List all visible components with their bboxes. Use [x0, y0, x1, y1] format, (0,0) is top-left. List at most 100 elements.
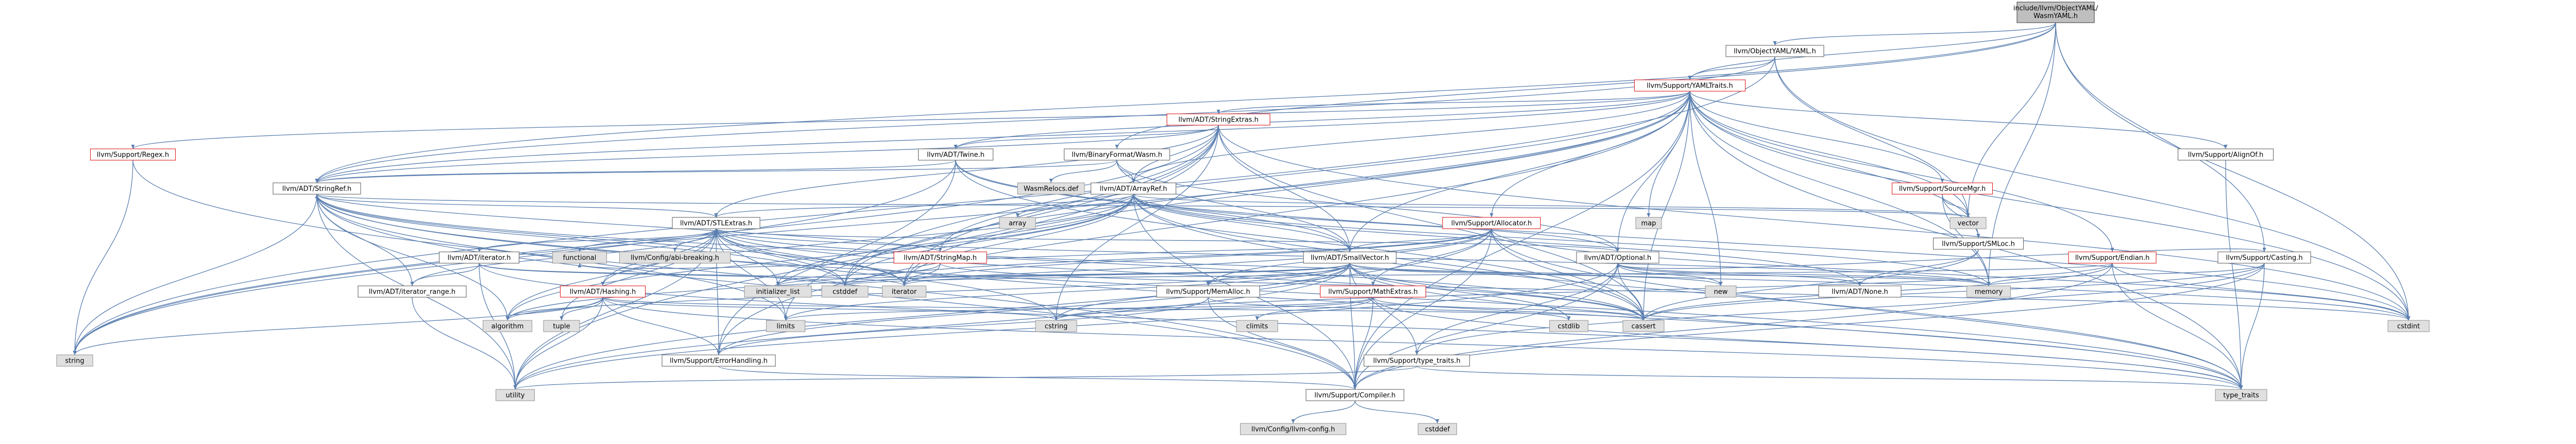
edge-smallvector-to-limits [784, 263, 1350, 321]
node-stringref[interactable]: llvm/ADT/StringRef.h [273, 182, 361, 195]
node-stringextras[interactable]: llvm/ADT/StringExtras.h [1166, 113, 1270, 126]
node-iterator: iterator [882, 285, 927, 298]
edge-optional-to-memory [1617, 263, 1991, 286]
node-iterrange[interactable]: llvm/ADT/iterator_range.h [358, 285, 467, 298]
node-label-errorhandling: llvm/Support/ErrorHandling.h [670, 357, 768, 365]
edge-stringextras-to-cstdint [1218, 125, 2411, 321]
node-stlextras[interactable]: llvm/ADT/STLExtras.h [672, 217, 760, 229]
node-hashing[interactable]: llvm/ADT/Hashing.h [560, 285, 646, 298]
edge-sourcemgr-to-vector [1942, 194, 1970, 218]
node-cstdlib: cstdlib [1549, 320, 1589, 332]
node-label-memalloc: llvm/Support/MemAlloc.h [1166, 288, 1250, 296]
node-label-yamltraits: llvm/Support/YAMLTraits.h [1647, 82, 1733, 90]
node-root[interactable]: include/llvm/ObjectYAML/WasmYAML.hinclud… [2013, 2, 2098, 23]
node-compiler[interactable]: llvm/Support/Compiler.h [1306, 389, 1404, 401]
edge-adtiterator-to-iterator [479, 263, 906, 286]
edge-stringref-to-stlextras [316, 194, 718, 218]
node-errorhandling[interactable]: llvm/Support/ErrorHandling.h [662, 354, 776, 367]
node-stringmap[interactable]: llvm/ADT/StringMap.h [893, 251, 987, 264]
node-label-stringextras: llvm/ADT/StringExtras.h [1178, 116, 1258, 124]
node-tuple: tuple [543, 320, 580, 332]
edge-stringextras-to-stlextras [714, 125, 1219, 218]
edge-allocator-to-compiler [1353, 228, 1492, 390]
node-cstddef: cstddef [821, 285, 869, 298]
node-alignof[interactable]: llvm/Support/AlignOf.h [2177, 148, 2274, 161]
node-twine[interactable]: llvm/ADT/Twine.h [918, 148, 994, 161]
edge-allocator-to-cstddef [843, 228, 1492, 286]
node-cassert: cassert [1622, 320, 1665, 332]
node-algorithm: algorithm [482, 320, 533, 332]
edge-smallvector-to-algorithm [505, 263, 1350, 321]
node-vector: vector [1950, 217, 1987, 229]
node-adtiterator[interactable]: llvm/ADT/iterator.h [438, 251, 520, 264]
edge-yamltraits-to-stringextras [1216, 91, 1690, 114]
edge-compiler-to-cstddefnode [1354, 400, 1439, 424]
node-label-mathextras: llvm/Support/MathExtras.h [1328, 288, 1418, 296]
node-label-root-line-1: include/llvm/ObjectYAML/ [2013, 5, 2098, 12]
edge-binwasm-to-optional [1116, 160, 1620, 252]
edge-root-to-memory [1987, 22, 2056, 286]
node-smallvector[interactable]: llvm/ADT/SmallVector.h [1303, 251, 1397, 264]
edge-stringmap-to-initlist [776, 263, 941, 286]
edge-yamltraits-to-vector [1689, 91, 1970, 218]
node-cstring: cstring [1035, 320, 1077, 332]
edge-twine-to-stringref [315, 160, 956, 183]
edge-errorhandling-to-compiler [718, 366, 1357, 390]
node-mathextras[interactable]: llvm/Support/MathExtras.h [1319, 285, 1427, 298]
edge-stringref-to-algorithm [316, 194, 510, 321]
edge-adtiterator-to-typetraits [479, 263, 2243, 390]
node-typetraitsh[interactable]: llvm/Support/type_traits.h [1363, 354, 1470, 367]
edge-typetraitsh-to-typetraits [1416, 366, 2243, 390]
node-regex[interactable]: llvm/Support/Regex.h [90, 148, 176, 161]
node-sourcemgr[interactable]: llvm/Support/SourceMgr.h [1891, 182, 1993, 195]
node-label-allocator: llvm/Support/Allocator.h [1451, 220, 1532, 228]
node-label-algorithm: algorithm [492, 323, 524, 331]
node-array: array [999, 217, 1036, 229]
edge-mathextras-to-compiler [1353, 297, 1374, 390]
edge-allocator-to-cstdint [1491, 228, 2411, 321]
edge-stlextras-to-configabi [673, 228, 717, 252]
edge-yamltraits-to-stringmap [938, 91, 1690, 252]
edge-hashing-to-typetraits [602, 297, 2243, 390]
node-binwasm[interactable]: llvm/BinaryFormat/Wasm.h [1063, 148, 1171, 161]
edge-regex-to-string [73, 160, 133, 355]
edge-stringextras-to-smallvector [1218, 125, 1352, 252]
node-smloc[interactable]: llvm/Support/SMLoc.h [1933, 237, 2024, 250]
node-memalloc[interactable]: llvm/Support/MemAlloc.h [1156, 285, 1260, 298]
edge-stringmap-to-stringref [315, 194, 941, 252]
edge-stringextras-to-cstring [1054, 125, 1219, 321]
node-casting[interactable]: llvm/Support/Casting.h [2217, 251, 2311, 264]
node-label-optional: llvm/ADT/Optional.h [1584, 254, 1652, 262]
edge-smallvector-to-typetraitsh [1349, 263, 1419, 355]
node-allocator[interactable]: llvm/Support/Allocator.h [1442, 217, 1541, 229]
node-optional[interactable]: llvm/ADT/Optional.h [1576, 251, 1659, 264]
node-label-smloc: llvm/Support/SMLoc.h [1942, 241, 2015, 248]
node-label-wasmdef: WasmRelocs.def [1024, 185, 1079, 193]
node-arrayref[interactable]: llvm/ADT/ArrayRef.h [1090, 182, 1177, 195]
node-label-functional: functional [563, 254, 597, 262]
edge-allocator-to-mathextras [1371, 228, 1492, 286]
node-yamltraits[interactable]: llvm/Support/YAMLTraits.h [1634, 79, 1746, 92]
edge-arrayref-to-algorithm [505, 194, 1134, 321]
edge-casting-to-cassert [1641, 263, 2265, 321]
edge-yamltraits-to-compiler [1353, 91, 1690, 390]
node-label-configabi: llvm/Config/abi-breaking.h [631, 254, 719, 262]
edge-casting-to-optional [1616, 248, 2265, 269]
edge-yamltraits-to-stringref [315, 91, 1690, 183]
node-label-llvmconfig: llvm/Config/llvm-config.h [1251, 426, 1335, 434]
edge-endian-to-typetraits [2112, 263, 2243, 390]
node-wasmdef: WasmRelocs.def [1017, 182, 1085, 195]
node-none[interactable]: llvm/ADT/None.h [1818, 285, 1902, 298]
node-label-typetraitsh: llvm/Support/type_traits.h [1373, 357, 1461, 365]
edge-root-to-yamltraits [1688, 22, 2056, 80]
edge-root-to-casting [2055, 22, 2266, 252]
edge-yamltraits-to-endian [1689, 91, 2114, 252]
edge-stringextras-to-stringref [315, 125, 1219, 183]
node-map: map [1635, 217, 1662, 229]
node-endian[interactable]: llvm/Support/Endian.h [2068, 251, 2157, 264]
edge-binwasm-to-stringref [315, 160, 1117, 183]
node-objyaml[interactable]: llvm/ObjectYAML/YAML.h [1725, 45, 1824, 57]
edge-allocator-to-utility [513, 228, 1492, 390]
edge-stlextras-to-cstddef [716, 228, 847, 286]
node-label-root-line-2: WasmYAML.h [2033, 12, 2078, 20]
